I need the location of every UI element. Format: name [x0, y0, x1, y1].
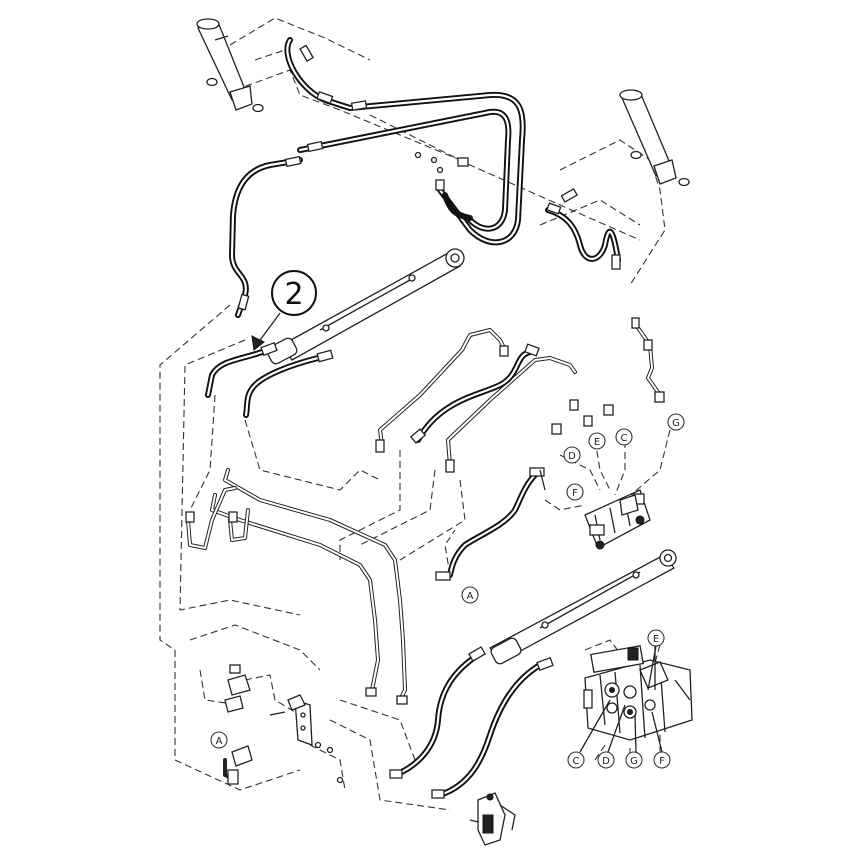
lower-left-bracket: [224, 664, 334, 754]
svg-text:F: F: [572, 488, 578, 499]
port-g-callout: [667, 413, 685, 431]
port-a-lower-callout: [210, 731, 228, 749]
upper-valve-block: [584, 489, 651, 550]
valve-port-callouts: E C D G F: [567, 629, 671, 769]
port-a-callout: [461, 586, 479, 604]
top-right-cylinder: [619, 89, 690, 187]
svg-text:E: E: [594, 437, 600, 448]
valve-port-g-callout: [625, 751, 643, 769]
svg-text:D: D: [602, 756, 610, 767]
svg-text:G: G: [672, 418, 680, 429]
lower-left-tube-frame: [185, 468, 408, 705]
svg-text:E: E: [653, 634, 659, 645]
top-left-cylinder: [196, 18, 264, 113]
middle-cylinder: [266, 248, 465, 365]
valve-port-c-callout: [567, 751, 585, 769]
svg-text:C: C: [621, 433, 628, 444]
routing-dashed-lines: [159, 17, 671, 811]
port-f-callout: [566, 483, 584, 501]
upper-hoses: [229, 37, 621, 318]
item-2-label: 2: [284, 277, 303, 312]
main-control-valve: [583, 645, 693, 741]
arrow-head-icon: [251, 335, 265, 351]
svg-text:A: A: [216, 736, 223, 747]
right-column-fittings: [551, 317, 665, 435]
steel-tubes-middle: [375, 328, 577, 473]
port-c-callout: [615, 428, 633, 446]
lower-cylinder: [489, 549, 677, 665]
port-d-callout: [563, 446, 581, 464]
item-2-hoses: [205, 342, 334, 418]
upper-port-callouts: D E C G F A: [461, 413, 685, 604]
lower-left-a-component: A: [210, 731, 344, 785]
lower-hoses: [389, 646, 554, 799]
upper-fittings: [237, 44, 621, 311]
svg-text:A: A: [467, 591, 474, 602]
svg-text:D: D: [568, 451, 576, 462]
item-2-circle: [271, 270, 317, 316]
bottom-control-unit: [469, 792, 516, 846]
svg-text:F: F: [659, 756, 665, 767]
svg-text:C: C: [573, 756, 580, 767]
svg-text:G: G: [630, 756, 638, 767]
item-2-callout: 2: [251, 270, 317, 351]
port-e-callout: [588, 432, 606, 450]
port-a-hose: [435, 467, 546, 581]
valve-port-d-callout: [597, 751, 615, 769]
